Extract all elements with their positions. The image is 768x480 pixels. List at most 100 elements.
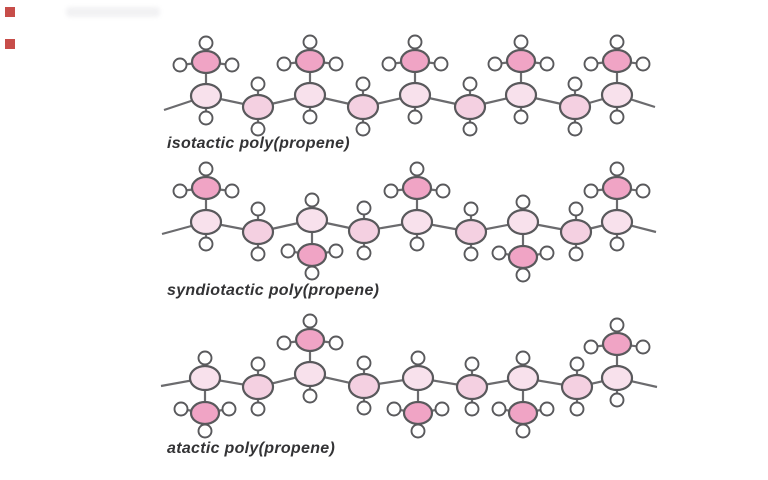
hydrogen-atom bbox=[609, 317, 625, 333]
carbon-atom bbox=[241, 373, 275, 401]
carbon-atom bbox=[188, 364, 222, 392]
carbon-atom bbox=[600, 364, 634, 392]
hydrogen-atom bbox=[568, 201, 584, 217]
atactic-chain-diagram bbox=[160, 313, 658, 439]
hydrogen-atom bbox=[513, 109, 529, 125]
hydrogen-atom bbox=[409, 161, 425, 177]
hydrogen-atom bbox=[328, 56, 344, 72]
hydrogen-atom bbox=[407, 34, 423, 50]
carbon-atom bbox=[347, 372, 381, 400]
hydrogen-atom bbox=[609, 236, 625, 252]
carbon-atom bbox=[600, 208, 634, 236]
hydrogen-atom bbox=[173, 401, 189, 417]
hydrogen-atom bbox=[328, 243, 344, 259]
hydrogen-atom bbox=[464, 356, 480, 372]
carbon-atom bbox=[293, 360, 327, 388]
hydrogen-atom bbox=[609, 392, 625, 408]
carbon-atom bbox=[558, 93, 592, 121]
hydrogen-atom bbox=[280, 243, 296, 259]
hydrogen-atom bbox=[463, 201, 479, 217]
hydrogen-atom bbox=[513, 34, 529, 50]
methyl-carbon bbox=[294, 327, 326, 353]
carbon-atom bbox=[398, 81, 432, 109]
hydrogen-atom bbox=[250, 246, 266, 262]
hydrogen-atom bbox=[583, 56, 599, 72]
hydrogen-atom bbox=[515, 267, 531, 283]
methyl-carbon bbox=[505, 48, 537, 74]
atoms bbox=[172, 161, 651, 283]
hydrogen-atom bbox=[224, 183, 240, 199]
methyl-carbon bbox=[507, 400, 539, 426]
methyl-carbon bbox=[190, 49, 222, 75]
methyl-carbon bbox=[399, 48, 431, 74]
hydrogen-atom bbox=[276, 56, 292, 72]
hydrogen-atom bbox=[410, 423, 426, 439]
methyl-carbon bbox=[601, 48, 633, 74]
hydrogen-atom bbox=[302, 388, 318, 404]
hydrogen-atom bbox=[356, 355, 372, 371]
hydrogen-atom bbox=[224, 57, 240, 73]
methyl-carbon bbox=[190, 175, 222, 201]
hydrogen-atom bbox=[568, 246, 584, 262]
hydrogen-atom bbox=[355, 76, 371, 92]
hydrogen-atom bbox=[539, 401, 555, 417]
hydrogen-atom bbox=[198, 35, 214, 51]
hydrogen-atom bbox=[250, 356, 266, 372]
hydrogen-atom bbox=[463, 246, 479, 262]
hydrogen-atom bbox=[198, 110, 214, 126]
hydrogen-atom bbox=[302, 313, 318, 329]
hydrogen-atom bbox=[609, 161, 625, 177]
hydrogen-atom bbox=[567, 76, 583, 92]
carbon-atom bbox=[189, 208, 223, 236]
hydrogen-atom bbox=[383, 183, 399, 199]
carbon-atom bbox=[241, 93, 275, 121]
hydrogen-atom bbox=[464, 401, 480, 417]
red-corner-marker bbox=[5, 7, 15, 17]
hydrogen-atom bbox=[609, 34, 625, 50]
hydrogen-atom bbox=[434, 401, 450, 417]
carbon-atom bbox=[504, 81, 538, 109]
methyl-carbon bbox=[507, 244, 539, 270]
carbon-atom bbox=[455, 373, 489, 401]
hydrogen-atom bbox=[539, 245, 555, 261]
label-syndiotactic: syndiotactic poly(propene) bbox=[167, 282, 380, 299]
hydrogen-atom bbox=[356, 245, 372, 261]
carbon-atom bbox=[241, 218, 275, 246]
hydrogen-atom bbox=[197, 423, 213, 439]
hydrogen-atom bbox=[462, 121, 478, 137]
hydrogen-atom bbox=[197, 350, 213, 366]
hydrogen-atom bbox=[433, 56, 449, 72]
label-atactic: atactic poly(propene) bbox=[167, 440, 336, 457]
hydrogen-atom bbox=[381, 56, 397, 72]
hydrogen-atom bbox=[355, 121, 371, 137]
hydrogen-atom bbox=[491, 245, 507, 261]
methyl-carbon bbox=[401, 175, 433, 201]
hydrogen-atom bbox=[221, 401, 237, 417]
hydrogen-atom bbox=[276, 335, 292, 351]
hydrogen-atom bbox=[302, 109, 318, 125]
hydrogen-atom bbox=[172, 183, 188, 199]
carbon-atom bbox=[506, 364, 540, 392]
hydrogen-atom bbox=[250, 121, 266, 137]
hydrogen-atom bbox=[386, 401, 402, 417]
hydrogen-atom bbox=[539, 56, 555, 72]
hydrogen-atom bbox=[198, 161, 214, 177]
methyl-carbon bbox=[402, 400, 434, 426]
hydrogen-atom bbox=[250, 401, 266, 417]
carbon-atom bbox=[560, 373, 594, 401]
carbon-atom bbox=[454, 218, 488, 246]
hydrogen-atom bbox=[635, 56, 651, 72]
hydrogen-atom bbox=[328, 335, 344, 351]
hydrogen-atom bbox=[583, 339, 599, 355]
carbon-atom bbox=[506, 208, 540, 236]
faint-smudge-artifact bbox=[66, 7, 160, 17]
hydrogen-atom bbox=[567, 121, 583, 137]
hydrogen-atom bbox=[569, 356, 585, 372]
hydrogen-atom bbox=[487, 56, 503, 72]
carbon-atom bbox=[346, 93, 380, 121]
atoms bbox=[172, 34, 651, 137]
methyl-carbon bbox=[296, 242, 328, 268]
atoms bbox=[173, 313, 651, 439]
hydrogen-atom bbox=[515, 194, 531, 210]
